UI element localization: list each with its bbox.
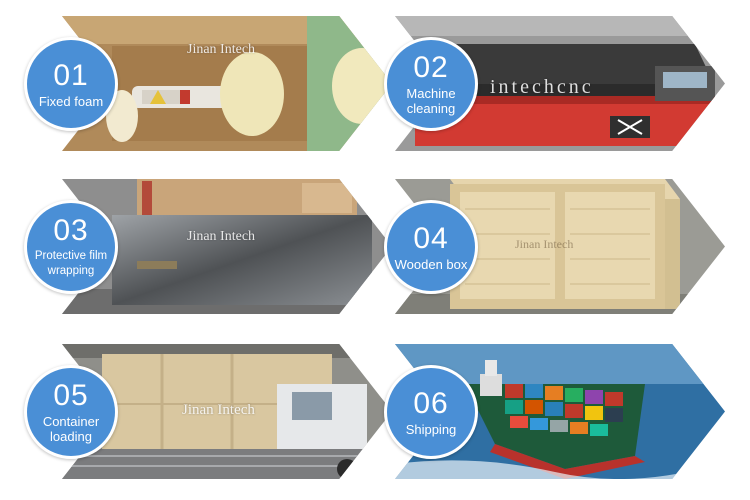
- step-badge-01: 01 Fixed foam: [24, 37, 118, 131]
- step-caption: Shipping: [405, 421, 457, 437]
- step-caption: Protective film wrapping: [34, 250, 108, 277]
- step-number: 02: [413, 51, 449, 84]
- photo-container-loading: Jinan Intech: [62, 344, 392, 479]
- step-card-shipping: 06 Shipping: [384, 344, 725, 479]
- step-card-protective-film: Jinan Intech 03 Protective film wrapping: [24, 179, 392, 314]
- watermark-text: Jinan Intech: [187, 229, 256, 244]
- step-card-wooden-box: Jinan Intech 04 Wooden box: [384, 179, 725, 314]
- step-number: 01: [53, 58, 89, 92]
- step-badge-05: 05 Container loading: [24, 365, 118, 459]
- step-caption: Wooden box: [394, 256, 468, 272]
- step-caption: Machine cleaning: [406, 86, 456, 116]
- step-card-machine-cleaning: intechcnc 02 Machine cleaning: [384, 16, 725, 151]
- step-number: 06: [413, 386, 449, 420]
- watermark-text: intechcnc: [490, 76, 594, 98]
- step-caption: Container loading: [42, 414, 100, 444]
- step-badge-02: 02 Machine cleaning: [384, 37, 478, 131]
- photo-machine-cleaning: intechcnc: [395, 16, 725, 151]
- step-badge-03: 03 Protective film wrapping: [24, 200, 118, 294]
- step-caption: Fixed foam: [38, 93, 104, 109]
- watermark-text: Jinan Intech: [515, 237, 574, 251]
- photo-shipping: [395, 344, 725, 479]
- step-number: 05: [53, 379, 89, 412]
- step-card-fixed-foam: Jinan Intech 01 Fixed foam: [24, 16, 392, 151]
- step-badge-04: 04 Wooden box: [384, 200, 478, 294]
- step-number: 03: [53, 214, 89, 247]
- watermark-text: Jinan Intech: [187, 42, 256, 57]
- watermark-text: Jinan Intech: [182, 402, 255, 418]
- step-card-container-loading: Jinan Intech 05 Container loading: [24, 344, 392, 479]
- step-number: 04: [413, 221, 449, 255]
- step-badge-06: 06 Shipping: [384, 365, 478, 459]
